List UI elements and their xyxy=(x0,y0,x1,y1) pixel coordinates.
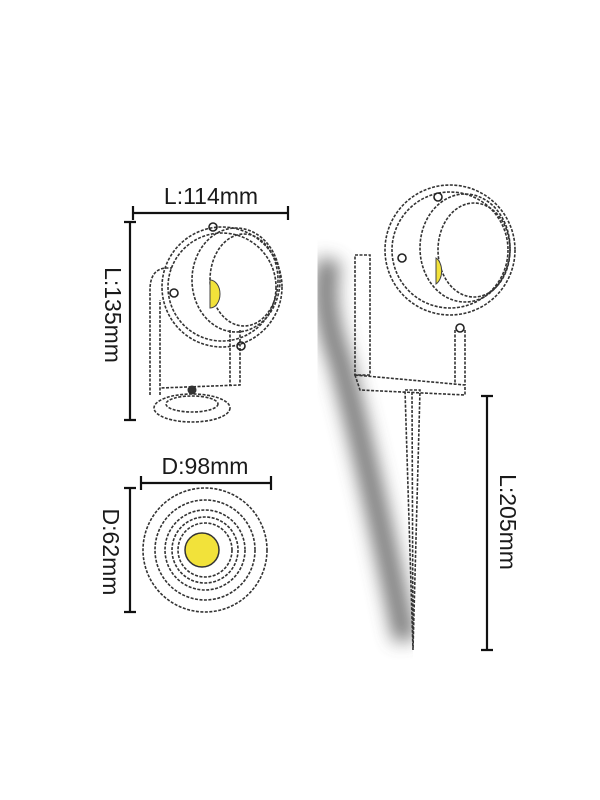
side-view-lamp xyxy=(149,222,283,423)
side-height-label: L:135mm xyxy=(100,267,126,363)
led-icon xyxy=(435,257,443,285)
front-diameter-label: D:98mm xyxy=(162,453,249,479)
dimension-lines xyxy=(124,206,493,652)
shadow xyxy=(314,256,416,643)
front-view-lamp xyxy=(142,487,268,613)
screw-icon xyxy=(187,385,197,395)
side-length-label: L:114mm xyxy=(164,183,258,209)
led-icon xyxy=(209,279,221,309)
spike-length-label: L:205mm xyxy=(495,474,521,570)
front-depth-label: D:62mm xyxy=(98,509,124,596)
spike-view-lamp xyxy=(314,184,516,651)
led-icon xyxy=(184,532,220,568)
